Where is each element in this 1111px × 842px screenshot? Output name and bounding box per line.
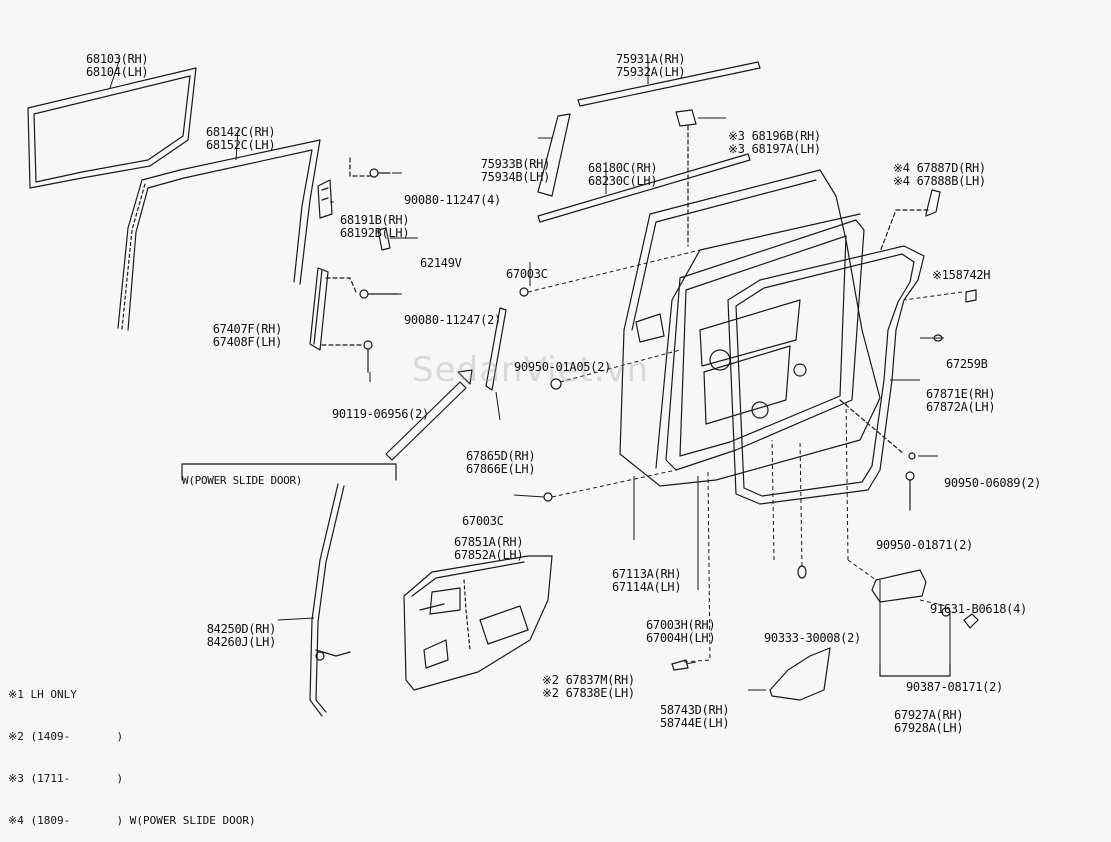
- pillar-garnish: [537, 113, 571, 197]
- part-158742: [965, 289, 977, 303]
- belt-moulding-outer: [577, 61, 761, 107]
- footnote-3: ※3 (1711- ): [8, 772, 124, 785]
- label-91631: 91631-B0618(4): [930, 602, 1027, 616]
- glass-run-channel: [117, 139, 321, 331]
- dashed-guides: [527, 249, 963, 663]
- power-slide-bracket: [181, 463, 397, 481]
- division-bar: [309, 267, 329, 351]
- label-68142: 68142C(RH)68152C(LH): [206, 125, 276, 152]
- label-90950-06089: 90950-06089(2): [944, 476, 1041, 490]
- label-67837: ※2 67837M(RH)※2 67838E(LH): [542, 673, 635, 700]
- slide-door-panel: [619, 169, 881, 487]
- label-67887: ※4 67887D(RH)※4 67888B(LH): [893, 161, 986, 188]
- direction-arrow: [385, 369, 473, 461]
- label-67003c-top: 67003C: [506, 267, 548, 281]
- label-84250: 84250D(RH)84260J(LH): [206, 622, 277, 649]
- door-weatherstrip-67871: [727, 245, 925, 505]
- label-90950-01871: 90950-01871(2): [876, 538, 973, 552]
- label-90950-01a05: 90950-01A05(2): [514, 360, 611, 374]
- label-90080-top: 90080-11247(4): [404, 193, 501, 207]
- bracket-67887: [879, 189, 941, 253]
- label-75931: 75931A(RH)75932A(LH): [616, 52, 686, 79]
- label-90080-mid: 90080-11247(2): [404, 313, 501, 327]
- nut-90950-01871: [905, 471, 915, 511]
- parts-diagram: SedanViet.vn 68103(RH)68104(LH) 75931A(R…: [8, 52, 1041, 828]
- clip-90950-06089: [839, 399, 916, 460]
- belt-weatherstrip-inner: [537, 153, 751, 223]
- label-90119: 90119-06956(2): [332, 407, 429, 421]
- retainer-clip: [675, 109, 697, 247]
- leader-lines: [109, 57, 951, 691]
- part-90333: [797, 565, 807, 579]
- cover-58743: [769, 647, 831, 701]
- label-67871: 67871E(RH)67872A(LH): [926, 387, 996, 414]
- door-inner-frame: [665, 219, 865, 471]
- label-62149: 62149V: [420, 256, 462, 270]
- footnote-2: ※2 (1409- ): [8, 730, 124, 743]
- bolt-90080-top: [349, 157, 391, 178]
- label-67113: 67113A(RH)67114A(LH): [612, 567, 682, 594]
- footnotes: ※1 LH ONLY ※2 (1409- ) ※3 (1711- ) ※4 (1…: [8, 660, 256, 842]
- footnote-1: ※1 LH ONLY: [8, 688, 77, 701]
- label-75933: 75933B(RH)75934B(LH): [480, 157, 551, 184]
- harness-84250: [309, 483, 351, 717]
- clip-67837: [671, 659, 689, 671]
- label-68103: 68103(RH)68104(LH): [86, 52, 149, 79]
- label-58743: 58743D(RH)58744E(LH): [660, 703, 730, 730]
- label-68180: 68180C(RH)68230C(LH): [588, 161, 658, 188]
- screw-90119: [321, 340, 373, 373]
- watermark: SedanViet.vn: [412, 350, 650, 390]
- label-67927: 67927A(RH)67928A(LH): [894, 708, 964, 735]
- bolt-90080-mid: [325, 277, 399, 299]
- door-seal-67865: [485, 307, 507, 391]
- label-67003h: 67003H(RH)67004H(LH): [646, 618, 716, 645]
- label-67865: 67865D(RH)67866E(LH): [466, 449, 536, 476]
- label-90387: 90387-08171(2): [906, 680, 1003, 694]
- footnote-4: ※4 (1809- ) W(POWER SLIDE DOOR): [8, 814, 256, 827]
- label-67851: 67851A(RH)67852A(LH): [454, 535, 524, 562]
- label-90333: 90333-30008(2): [764, 631, 861, 645]
- door-trim-board: [403, 555, 553, 691]
- label-67407: 67407F(RH)67408F(LH): [212, 322, 283, 349]
- label-68196: ※3 68196B(RH)※3 68197A(LH): [728, 129, 821, 156]
- diagram-drawing: [27, 57, 979, 717]
- clip-90950-01a05: [550, 378, 562, 390]
- label-power-slide-top: W(POWER SLIDE DOOR): [182, 474, 303, 487]
- door-glass: [27, 67, 197, 189]
- label-158742: ※158742H: [932, 268, 991, 282]
- clip-62149: [377, 227, 391, 251]
- bracket-68191: [317, 179, 333, 219]
- label-67259: 67259B: [946, 357, 988, 371]
- label-68191: 68191B(RH)68192B(LH): [340, 213, 410, 240]
- label-67003c-bottom: 67003C: [462, 514, 504, 528]
- clip-67003c-bottom: [543, 492, 553, 502]
